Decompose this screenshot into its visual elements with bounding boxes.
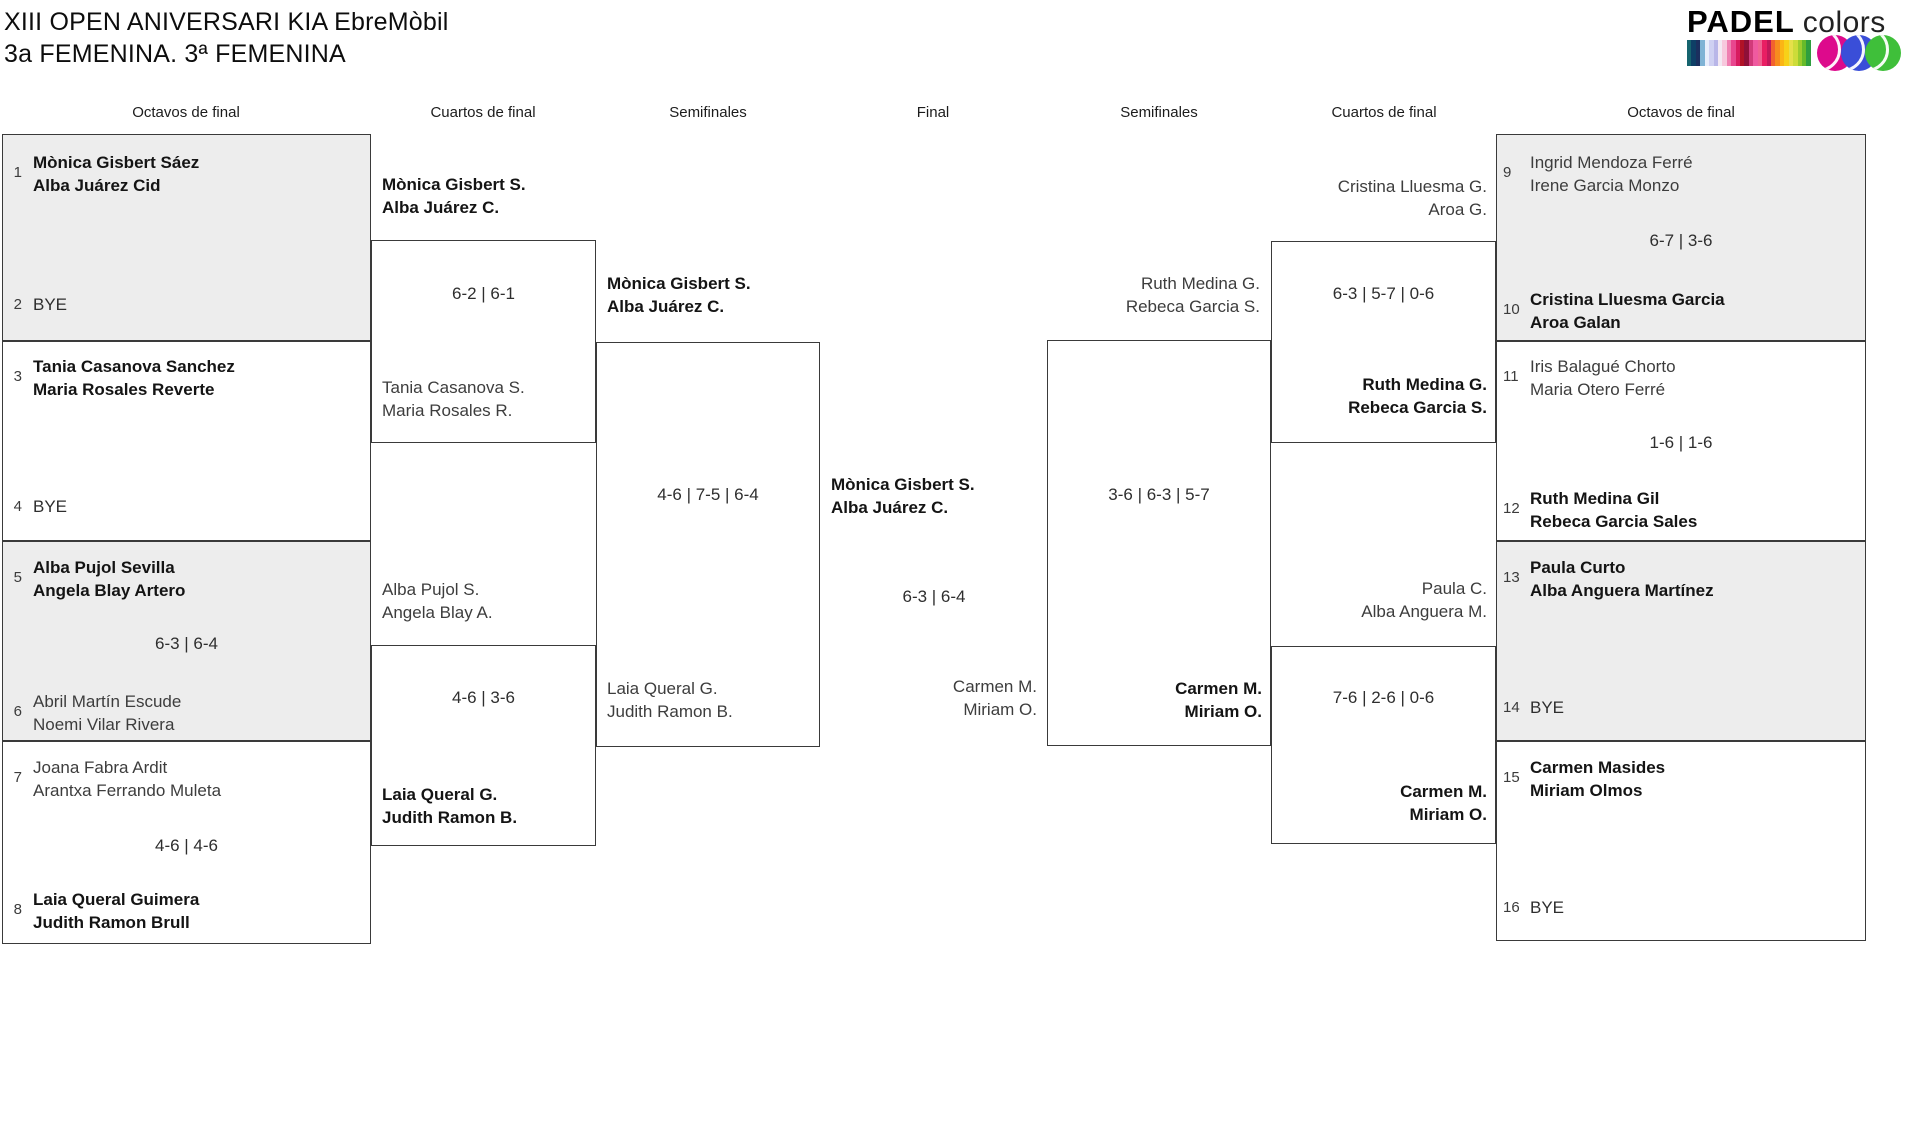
team-names: Paula Curto Alba Anguera Martínez (1530, 558, 1714, 600)
match-score: 4-6 | 3-6 (451, 688, 515, 707)
seed-number: 7 (13, 769, 22, 786)
seed-number: 1 (13, 164, 22, 181)
bye-label: BYE (1530, 898, 1565, 917)
team-names: Tania Casanova Sanchez Maria Rosales Rev… (33, 357, 235, 399)
page-subtitle: 3a FEMENINA. 3ª FEMENINA (4, 40, 346, 68)
match-box-lsf (596, 342, 820, 747)
round-header-cuartos-left: Cuartos de final (430, 104, 536, 121)
team-names: Abril Martín Escude Noemi Vilar Rivera (33, 692, 182, 734)
team-names: Alba Pujol S. Angela Blay A. (382, 580, 493, 622)
match-score: 6-3 | 6-4 (154, 634, 218, 653)
match-box-lqf-2 (371, 645, 596, 846)
logo-balls (1817, 35, 1901, 71)
seed-number: 4 (13, 498, 22, 515)
team-names: Carmen Masides Miriam Olmos (1530, 758, 1666, 800)
seed-number: 3 (13, 368, 22, 385)
match-box-r16-4 (1496, 741, 1866, 941)
team-names: Cristina Lluesma G. Aroa G. (1337, 177, 1487, 219)
team-names: Carmen M. Miriam O. (1175, 679, 1262, 721)
brand-logo-padel: PADEL (1687, 4, 1795, 39)
seed-number: 15 (1503, 769, 1520, 786)
seed-number: 8 (13, 901, 22, 918)
seed-number: 10 (1503, 301, 1520, 318)
match-score: 6-3 | 6-4 (902, 587, 966, 606)
team-names: Mònica Gisbert Sáez Alba Juárez Cid (33, 153, 200, 195)
match-box-l16-2 (2, 341, 371, 541)
page-title: XIII OPEN ANIVERSARI KIA EbreMòbil (4, 8, 449, 36)
team-names: Carmen M. Miriam O. (1400, 782, 1487, 824)
match-box-l16-4 (2, 741, 371, 944)
team-names: Mònica Gisbert S. Alba Juárez C. (831, 475, 975, 517)
team-names: Ruth Medina G. Rebeca Garcia S. (1348, 375, 1487, 417)
match-score: 4-6 | 7-5 | 6-4 (657, 485, 759, 504)
match-box-l16-3 (2, 541, 371, 741)
seed-number: 6 (13, 703, 22, 720)
match-box-l16-1 (2, 134, 371, 341)
team-names: Laia Queral Guimera Judith Ramon Brull (33, 890, 200, 932)
team-names: Laia Queral G. Judith Ramon B. (382, 785, 518, 827)
bye-label: BYE (33, 295, 68, 314)
seed-number: 9 (1503, 164, 1512, 181)
match-score: 1-6 | 1-6 (1649, 433, 1713, 452)
round-header-final: Final (916, 104, 950, 121)
logo-stripe (1687, 40, 1811, 66)
match-box-lqf-1 (371, 240, 596, 443)
round-header-cuartos-right: Cuartos de final (1331, 104, 1437, 121)
seed-number: 11 (1503, 368, 1519, 385)
team-names: Cristina Lluesma Garcia Aroa Galan (1530, 290, 1725, 332)
team-names: Ruth Medina Gil Rebeca Garcia Sales (1530, 489, 1698, 531)
brand-logo-colors: colors (1802, 6, 1886, 39)
team-names: Mònica Gisbert S. Alba Juárez C. (382, 175, 526, 217)
match-score: 6-3 | 5-7 | 0-6 (1332, 284, 1435, 303)
match-score: 6-7 | 3-6 (1649, 231, 1713, 250)
team-names: Carmen M. Miriam O. (952, 677, 1037, 719)
match-box-rqf-1 (1271, 241, 1496, 443)
match-box-r16-3 (1496, 541, 1866, 741)
bye-label: BYE (33, 497, 68, 516)
match-score: 4-6 | 4-6 (154, 836, 218, 855)
match-score: 3-6 | 6-3 | 5-7 (1108, 485, 1210, 504)
team-names: Alba Pujol Sevilla Angela Blay Artero (33, 558, 186, 600)
match-box-r16-2 (1496, 341, 1866, 541)
logo-ball-green (1865, 35, 1901, 71)
seed-number: 12 (1503, 500, 1520, 517)
round-header-octavos-left: Octavos de final (132, 104, 240, 121)
round-header-octavos-right: Octavos de final (1627, 104, 1735, 121)
seed-number: 2 (13, 296, 22, 313)
match-score: 6-2 | 6-1 (451, 284, 515, 303)
match-box-rsf (1047, 340, 1271, 746)
seed-number: 13 (1503, 569, 1520, 586)
team-names: Laia Queral G. Judith Ramon B. (607, 679, 733, 721)
seed-number: 16 (1503, 899, 1520, 916)
round-header-semis-right: Semifinales (1120, 104, 1198, 121)
team-names: Joana Fabra Ardit Arantxa Ferrando Mulet… (33, 758, 222, 800)
team-names: Paula C. Alba Anguera M. (1361, 579, 1487, 621)
team-names: Tania Casanova S. Maria Rosales R. (382, 378, 525, 420)
team-names: Ingrid Mendoza Ferré Irene Garcia Monzo (1530, 153, 1693, 195)
seed-number: 5 (13, 569, 22, 586)
bye-label: BYE (1530, 698, 1565, 717)
match-box-rqf-2 (1271, 646, 1496, 844)
team-names: Iris Balagué Chorto Maria Otero Ferré (1530, 357, 1676, 399)
match-box-r16-1 (1496, 134, 1866, 341)
seed-number: 14 (1503, 699, 1520, 716)
team-names: Mònica Gisbert S. Alba Juárez C. (607, 274, 751, 316)
round-header-semis-left: Semifinales (669, 104, 747, 121)
match-score: 7-6 | 2-6 | 0-6 (1332, 688, 1435, 707)
team-names: Ruth Medina G. Rebeca Garcia S. (1125, 274, 1260, 316)
